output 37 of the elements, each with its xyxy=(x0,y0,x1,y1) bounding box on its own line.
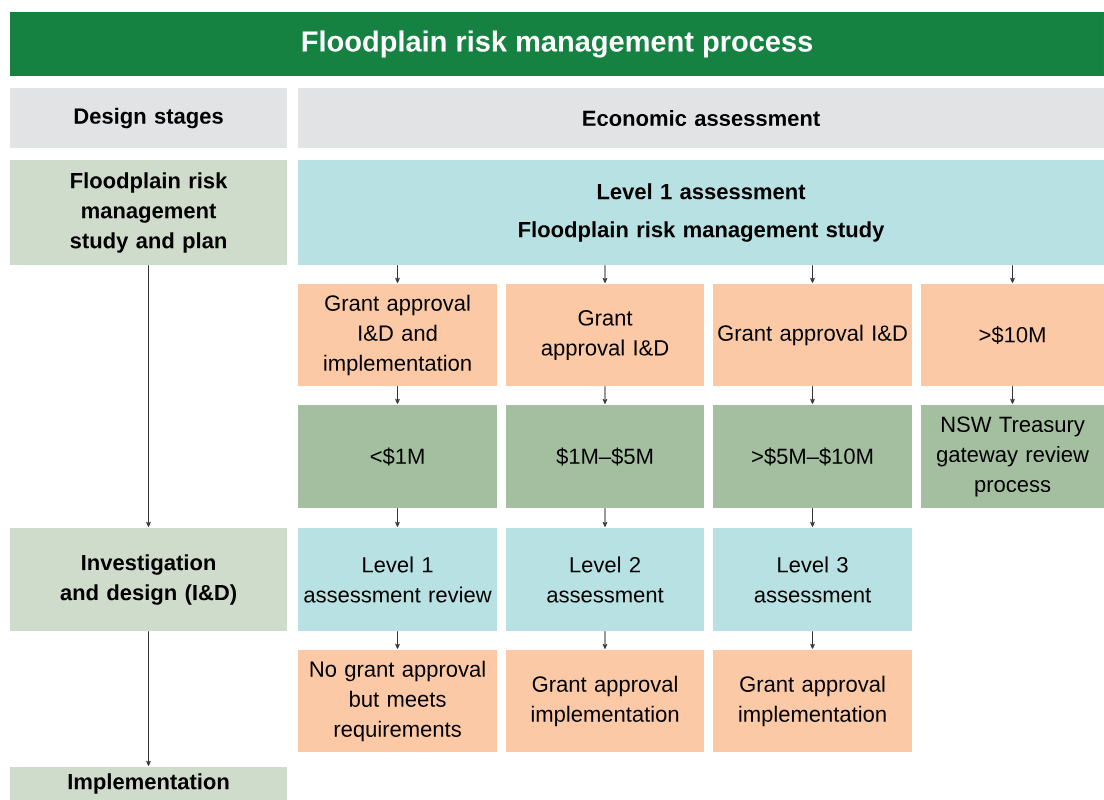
arrow xyxy=(1010,385,1015,404)
approval-box: Grant approval I&D and implementation xyxy=(298,284,497,386)
approval-box: Grant approval implementation xyxy=(506,650,704,752)
assessment-box: Level 2 assessment xyxy=(506,528,704,631)
arrow xyxy=(395,264,400,283)
stage-box: Implementation xyxy=(10,767,287,800)
column-header: Economic assessment xyxy=(298,88,1104,148)
stage-box: Investigation and design (I&D) xyxy=(10,528,287,631)
cost-box: NSW Treasury gateway review process xyxy=(921,405,1104,508)
cost-box: <$1M xyxy=(298,405,497,508)
approval-box: Grant approval implementation xyxy=(713,650,912,752)
arrow xyxy=(602,385,608,404)
assessment-box: Level 1 assessment review xyxy=(298,528,497,631)
arrow xyxy=(395,385,400,404)
assessment-box: Level 1 assessment Floodplain risk management study xyxy=(298,160,1104,265)
arrow xyxy=(146,630,151,766)
approval-box: >$10M xyxy=(921,284,1104,386)
arrow xyxy=(810,385,815,404)
arrow xyxy=(602,630,608,649)
stage-box: Floodplain risk management study and plan xyxy=(10,160,287,265)
approval-box: No grant approval but meets requirements xyxy=(298,650,497,752)
assessment-box: Level 3 assessment xyxy=(713,528,912,631)
arrow xyxy=(602,507,608,527)
arrow xyxy=(395,630,400,649)
arrow xyxy=(146,264,151,527)
arrow xyxy=(810,264,815,283)
arrow xyxy=(602,264,608,283)
approval-box: Grant approval I&D xyxy=(506,284,704,386)
title-banner: Floodplain risk management process xyxy=(10,12,1104,76)
arrow xyxy=(810,630,815,649)
column-header: Design stages xyxy=(10,88,287,148)
arrow xyxy=(810,507,815,527)
approval-box: Grant approval I&D xyxy=(713,284,912,386)
arrow xyxy=(395,507,400,527)
arrow xyxy=(1010,264,1015,283)
cost-box: $1M–$5M xyxy=(506,405,704,508)
cost-box: >$5M–$10M xyxy=(713,405,912,508)
